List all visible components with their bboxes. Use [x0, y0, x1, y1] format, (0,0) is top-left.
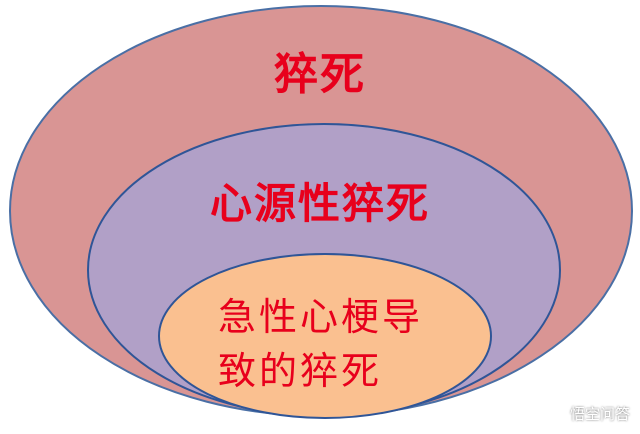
- middle-label: 心源性猝死: [209, 179, 430, 228]
- watermark-text: 悟空问答: [569, 405, 630, 423]
- chat-bubble-icon: [543, 404, 565, 424]
- inner-label-line-2: 致的猝死: [218, 349, 383, 393]
- inner-ellipse: [158, 253, 492, 419]
- watermark: 悟空问答: [543, 403, 630, 424]
- outer-label: 猝死: [274, 49, 366, 100]
- inner-label-line-1: 急性心梗导: [218, 295, 424, 339]
